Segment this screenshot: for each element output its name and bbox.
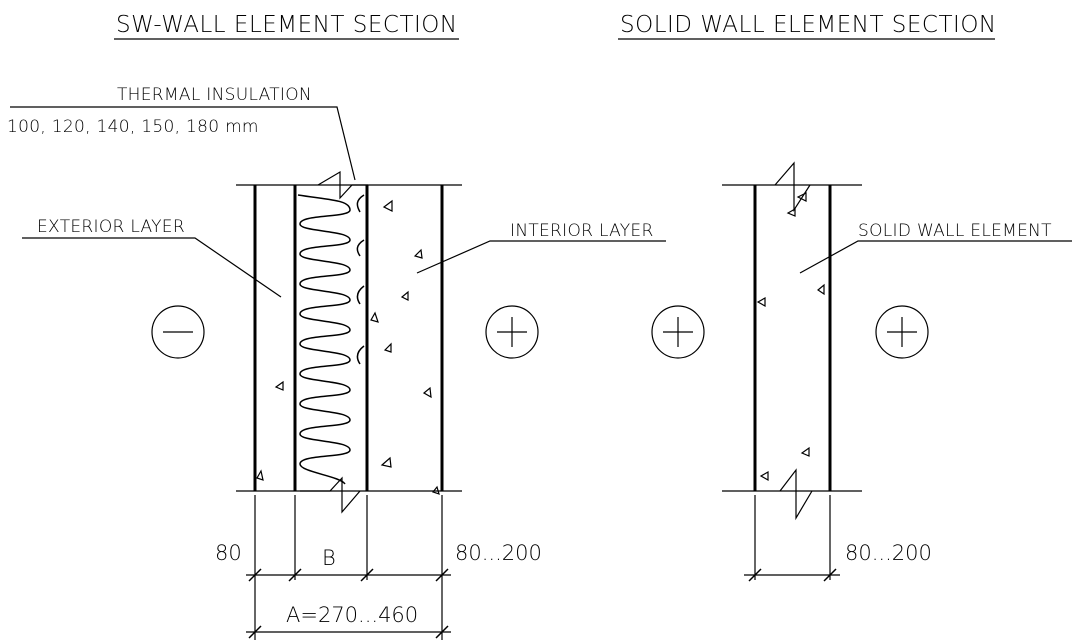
interior-layer-label: INTERIOR LAYER — [510, 221, 654, 241]
solid-wall-section — [722, 161, 1072, 521]
insulation-pattern-right — [356, 194, 365, 365]
exterior-leader — [22, 237, 282, 298]
interior-plus-sign — [485, 305, 539, 359]
insulation-pattern — [297, 194, 351, 485]
solid-wall-element-label: SOLID WALL ELEMENT — [858, 221, 1052, 241]
thermal-insulation-label: THERMAL INSULATION — [117, 85, 312, 105]
sw-wall-section — [10, 106, 666, 514]
solid-right-plus-sign — [875, 305, 929, 359]
dim-solid: 80...200 — [845, 541, 932, 565]
title-solid-wall: SOLID WALL ELEMENT SECTION — [620, 12, 997, 38]
exterior-layer-label: EXTERIOR LAYER — [37, 217, 185, 237]
top-break-symbol — [317, 170, 368, 200]
insulation-sizes-label: 100, 120, 140, 150, 180 mm — [7, 117, 259, 137]
title-sw-wall: SW-WALL ELEMENT SECTION — [116, 12, 458, 38]
aggregate-marks — [256, 199, 440, 495]
insulation-leader — [10, 106, 356, 181]
dim-interior: 80...200 — [455, 541, 542, 565]
solid-top-break — [774, 161, 811, 213]
dim-exterior: 80 — [215, 541, 242, 565]
exterior-minus-sign — [151, 305, 205, 359]
solid-bottom-break — [779, 468, 813, 521]
solid-aggregate-marks — [756, 192, 825, 482]
dim-insulation: B — [322, 546, 336, 570]
bottom-break-symbol — [300, 476, 361, 514]
interior-leader — [416, 240, 666, 274]
solid-left-plus-sign — [651, 305, 705, 359]
solid-leader — [799, 240, 1072, 274]
solid-dimensions — [744, 495, 840, 582]
dim-total: A=270...460 — [286, 603, 418, 627]
sw-dimensions — [246, 495, 451, 640]
